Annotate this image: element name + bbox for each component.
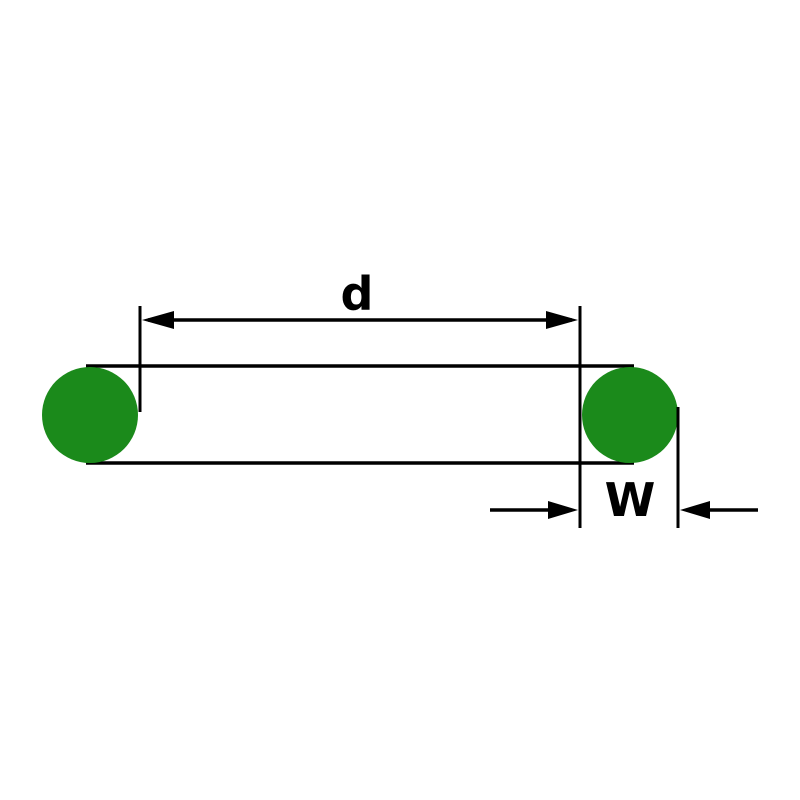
oring-cross-section-right bbox=[582, 367, 678, 463]
oring-cross-section-left bbox=[42, 367, 138, 463]
dimension-w-arrowhead-right bbox=[680, 501, 710, 519]
dimension-d-arrowhead-right bbox=[546, 311, 578, 329]
label-inner-diameter-d: d bbox=[341, 267, 374, 321]
dimension-w-arrowhead-left bbox=[548, 501, 578, 519]
dimension-d-arrowhead-left bbox=[142, 311, 174, 329]
label-cross-section-w: W bbox=[605, 473, 656, 527]
